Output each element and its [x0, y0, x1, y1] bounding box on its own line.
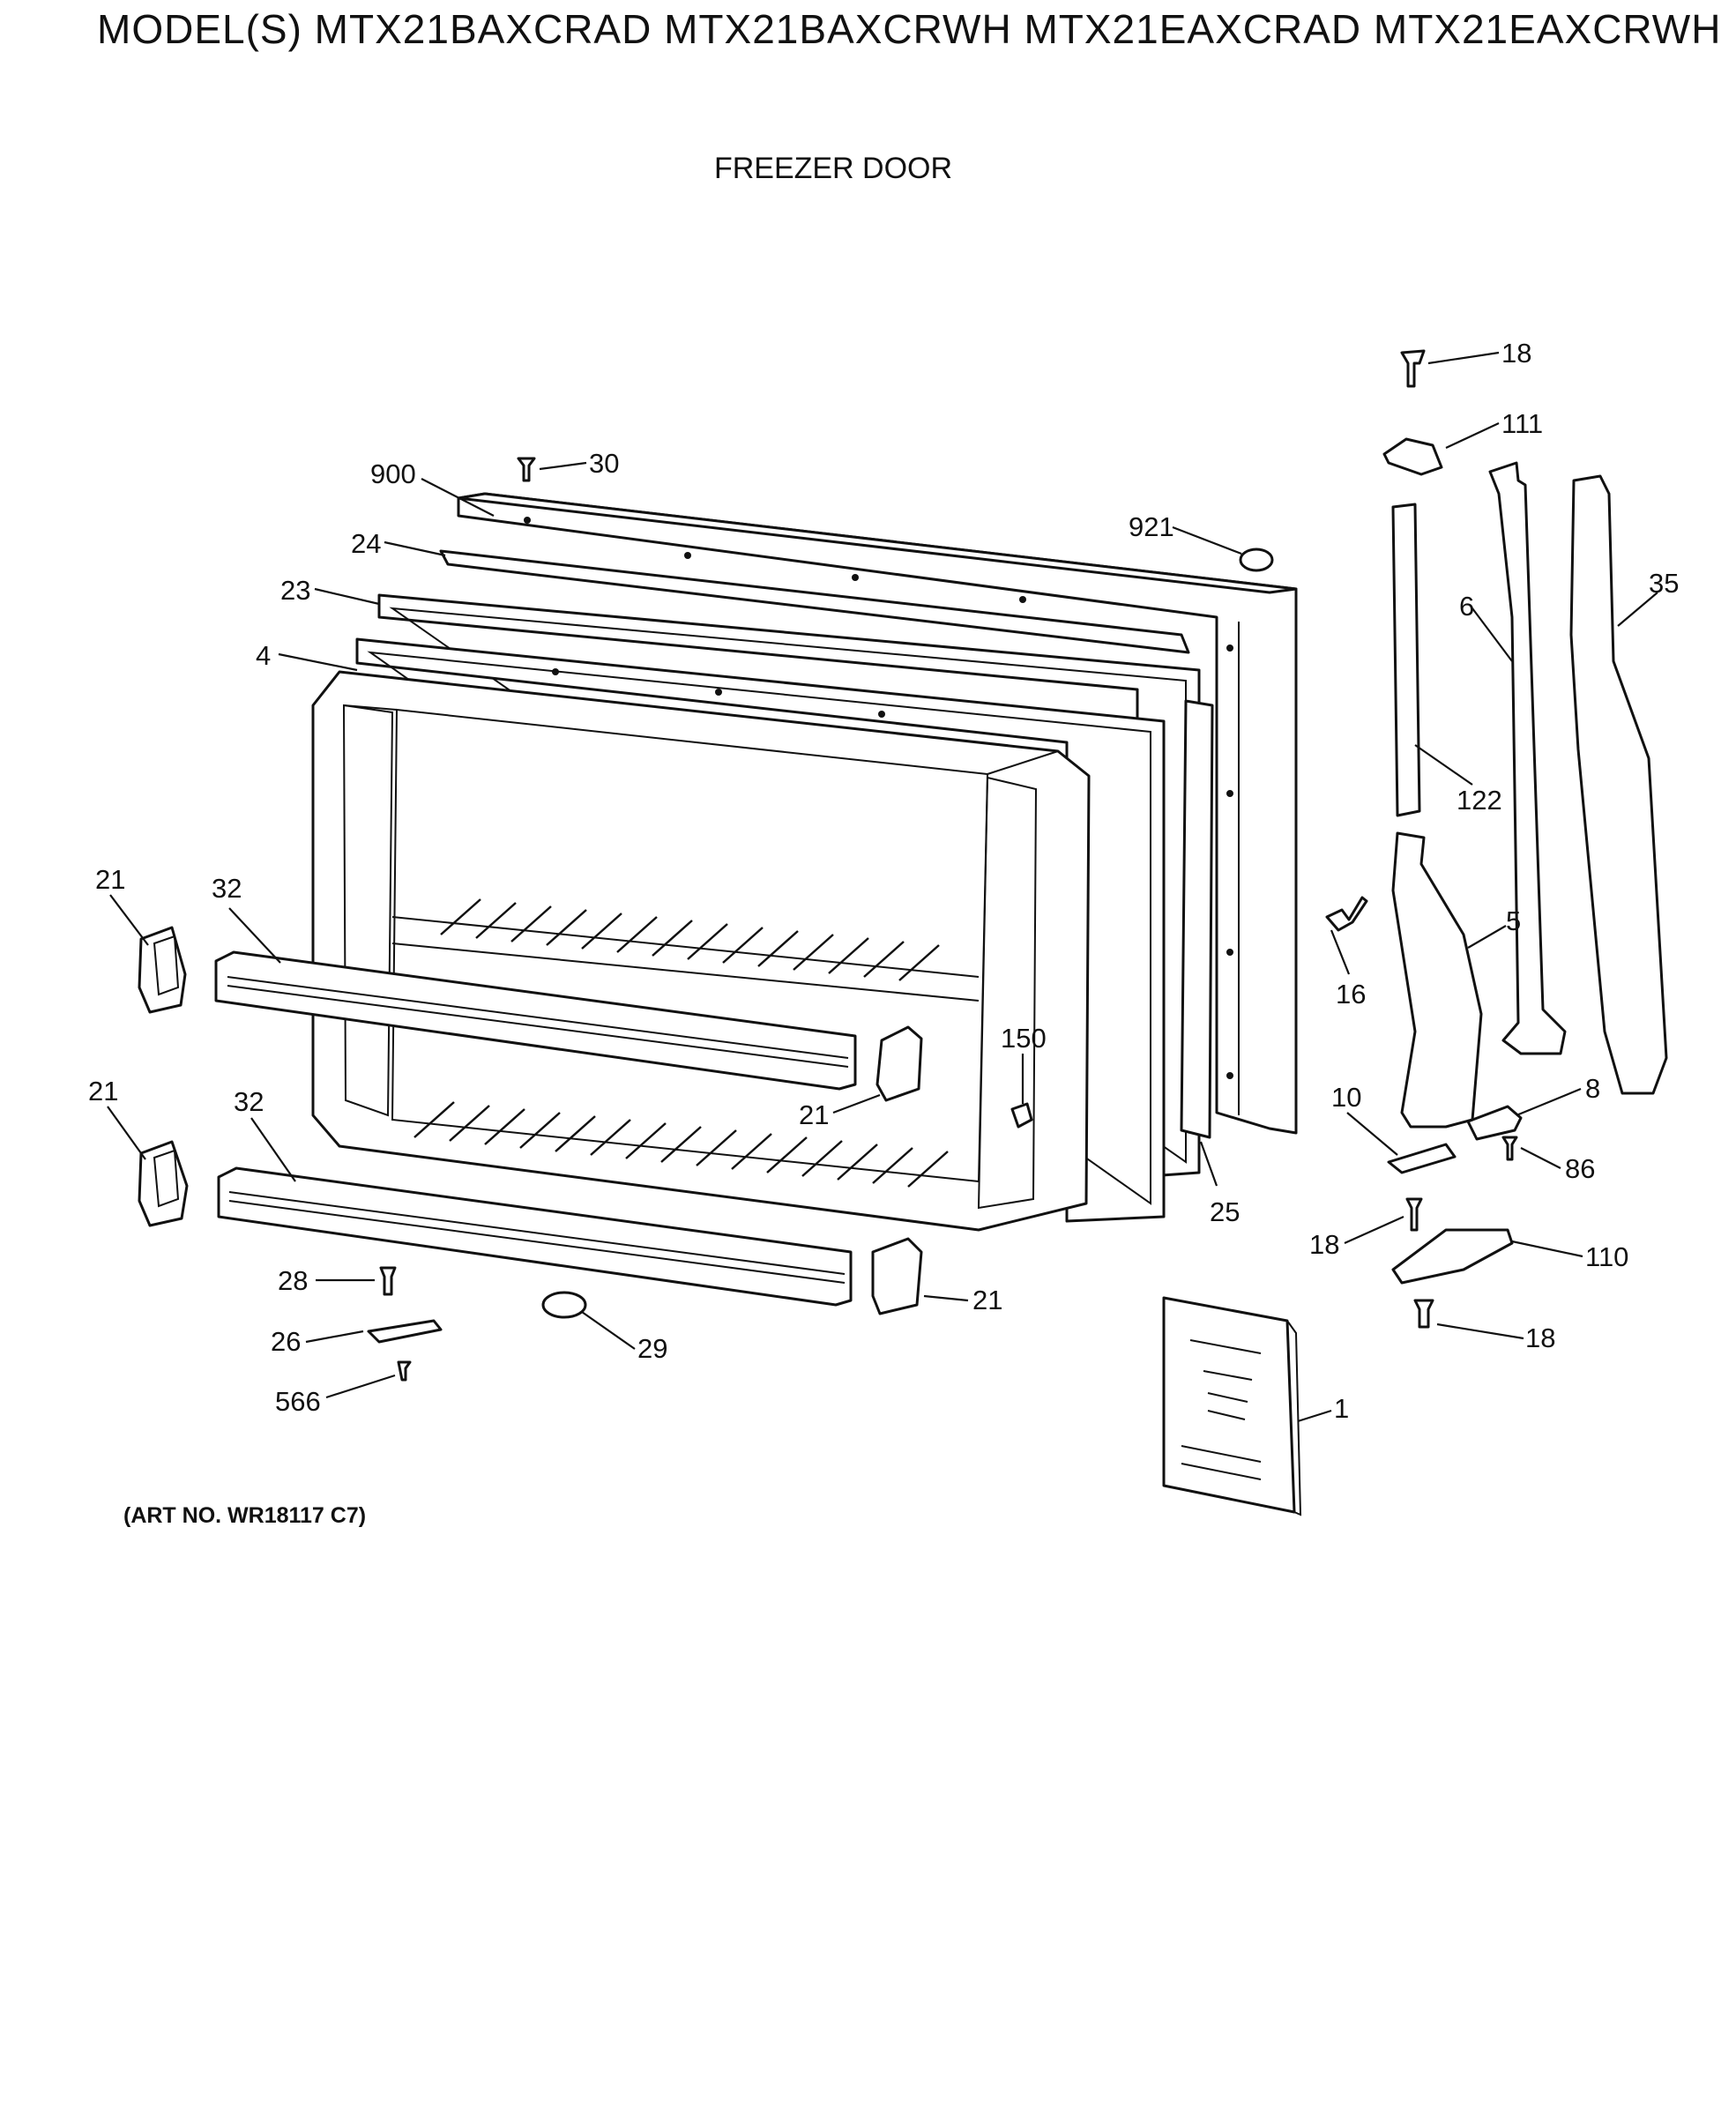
upper-shelf-ribs — [440, 898, 940, 981]
rail-122 — [1391, 503, 1421, 817]
hinge-cap-111 — [1382, 437, 1443, 476]
hinge-110 — [1391, 1228, 1514, 1285]
hinge-bracket-6 — [1488, 461, 1567, 1055]
plate-26 — [367, 1319, 443, 1344]
owners-manual — [1162, 1296, 1302, 1516]
callout-25: 25 — [1210, 1196, 1240, 1227]
diagram-subtitle: FREEZER DOOR — [713, 152, 953, 185]
gasket-strip-25 — [1180, 699, 1214, 1139]
callout-23: 23 — [280, 575, 310, 606]
callout-32-lower: 32 — [234, 1086, 264, 1117]
callout-86: 86 — [1565, 1153, 1595, 1184]
callout-leaders — [107, 351, 1658, 1423]
callout-111: 111 — [1501, 408, 1543, 439]
callout-150: 150 — [1001, 1023, 1047, 1054]
screw-16 — [1325, 896, 1368, 932]
callout-921: 921 — [1129, 511, 1174, 542]
page-title: MODEL(S) MTX21BAXCRAD MTX21BAXCRWH MTX21… — [97, 6, 1722, 52]
callout-labels: 18 111 30 900 921 24 23 4 35 6 122 21 32… — [88, 338, 1679, 1424]
callout-35: 35 — [1649, 568, 1679, 599]
shelf-end-cap-right-upper — [875, 1025, 923, 1102]
top-seal-strip — [439, 549, 1190, 654]
callout-21-right-lower: 21 — [972, 1285, 1002, 1315]
callout-21-right-upper: 21 — [799, 1099, 829, 1130]
callout-30: 30 — [589, 448, 619, 479]
screw-86 — [1501, 1136, 1518, 1161]
callout-122: 122 — [1457, 785, 1502, 816]
callout-28: 28 — [278, 1265, 308, 1296]
screw-18-top — [1400, 349, 1426, 388]
outer-door-panel — [457, 492, 1298, 1135]
art-number: (ART NO. WR18117 C7) — [123, 1503, 367, 1528]
callout-4: 4 — [256, 640, 271, 671]
screw-30 — [517, 457, 536, 482]
upper-shelf-bar — [214, 950, 857, 1091]
shelf-end-cap-left-lower — [138, 1140, 189, 1227]
hinge-cover-5 — [1391, 831, 1483, 1129]
callout-24: 24 — [351, 528, 381, 559]
plug-921 — [1239, 548, 1274, 572]
callout-5: 5 — [1506, 905, 1521, 936]
callout-18-top: 18 — [1501, 338, 1531, 369]
screw-18-bottom — [1413, 1299, 1434, 1329]
hinge-10 — [1387, 1143, 1457, 1174]
callout-900: 900 — [370, 458, 416, 489]
clip-8 — [1466, 1105, 1523, 1141]
callout-566: 566 — [275, 1386, 321, 1417]
callout-18-mid: 18 — [1309, 1229, 1339, 1260]
callout-1: 1 — [1334, 1393, 1349, 1424]
screw-28 — [379, 1266, 397, 1296]
screw-566 — [397, 1360, 412, 1382]
screw-18-mid — [1405, 1197, 1423, 1232]
callout-8: 8 — [1585, 1073, 1600, 1104]
callout-110: 110 — [1585, 1241, 1628, 1272]
lower-shelf-bar — [217, 1166, 853, 1307]
callout-21-left-lower: 21 — [88, 1076, 118, 1106]
callout-29: 29 — [637, 1333, 667, 1364]
gasket-strip-35 — [1569, 474, 1668, 1095]
callout-32-upper: 32 — [212, 873, 242, 904]
callout-10: 10 — [1331, 1082, 1361, 1113]
callout-26: 26 — [271, 1326, 301, 1357]
callout-18-bottom: 18 — [1525, 1322, 1555, 1353]
lower-shelf-ribs — [414, 1101, 949, 1188]
callout-21-left-upper: 21 — [95, 864, 125, 895]
bumper-29 — [541, 1291, 587, 1319]
shelf-end-cap-right-lower — [871, 1237, 923, 1315]
screw-150 — [1010, 1102, 1033, 1129]
shelf-end-cap-left-upper — [138, 926, 187, 1014]
door-liner — [311, 670, 1091, 1232]
callout-16: 16 — [1336, 979, 1366, 1010]
callout-6: 6 — [1459, 591, 1474, 622]
